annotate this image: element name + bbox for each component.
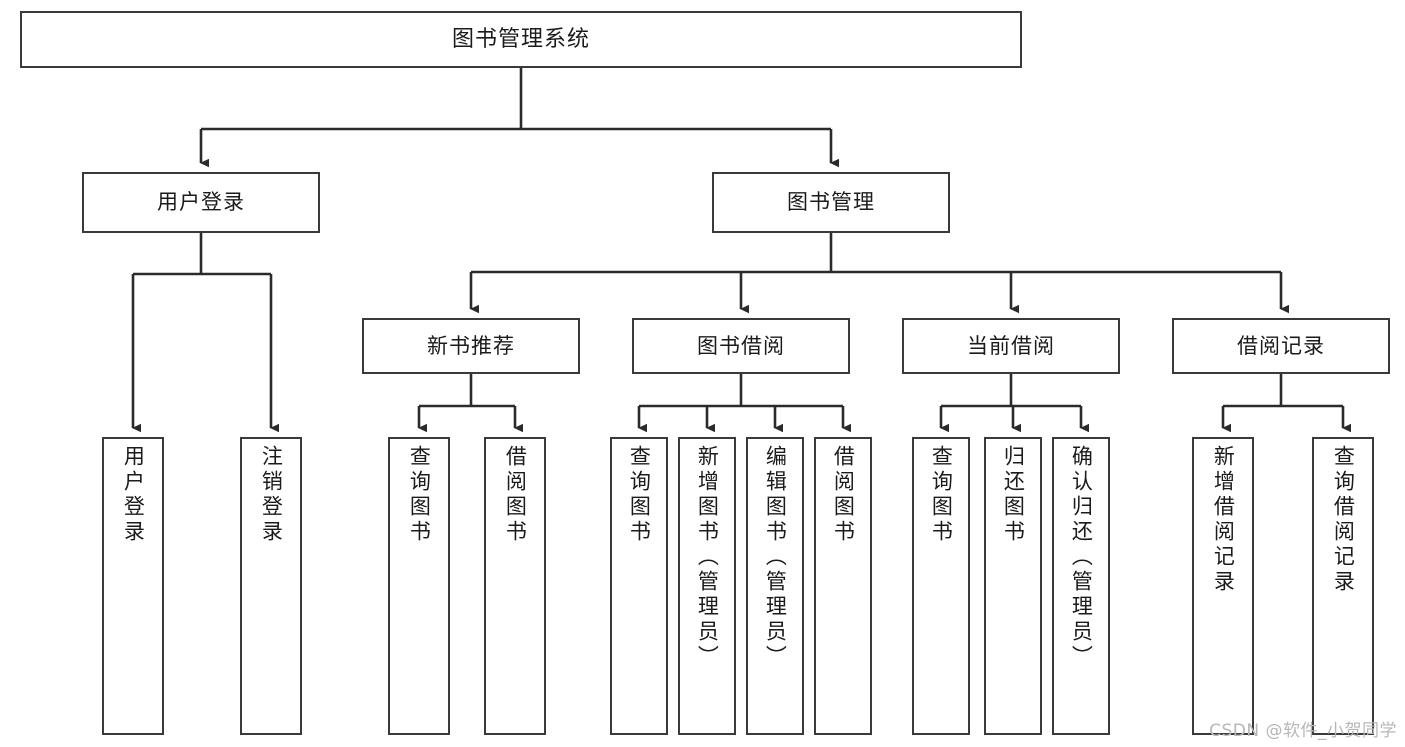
node-label: 查询图书 <box>627 445 652 545</box>
node-label: 图书借阅 <box>697 333 785 358</box>
csdn-watermark: CSDN @软件_小贺同学 <box>1209 721 1397 741</box>
node-label: 编辑图书（管理员） <box>763 445 788 670</box>
node-new-book-recommend[interactable]: 新书推荐 <box>362 318 580 374</box>
node-root-system[interactable]: 图书管理系统 <box>20 11 1022 68</box>
node-leaf-query-book-1[interactable]: 查询图书 <box>388 437 450 735</box>
node-label: 借阅记录 <box>1237 333 1325 358</box>
node-leaf-borrow-book-1[interactable]: 借阅图书 <box>484 437 546 735</box>
node-leaf-query-book-3[interactable]: 查询图书 <box>912 437 970 735</box>
node-leaf-add-borrow-record[interactable]: 新增借阅记录 <box>1192 437 1254 735</box>
node-current-borrow[interactable]: 当前借阅 <box>902 318 1120 374</box>
node-leaf-user-login[interactable]: 用户登录 <box>102 437 164 735</box>
node-label: 当前借阅 <box>967 333 1055 358</box>
node-book-manage[interactable]: 图书管理 <box>712 172 950 233</box>
node-label: 查询图书 <box>407 445 432 545</box>
node-label: 用户登录 <box>157 190 245 215</box>
node-leaf-borrow-book-2[interactable]: 借阅图书 <box>814 437 872 735</box>
node-label: 借阅图书 <box>831 445 856 545</box>
node-book-borrow[interactable]: 图书借阅 <box>632 318 850 374</box>
node-leaf-edit-book-admin[interactable]: 编辑图书（管理员） <box>746 437 804 735</box>
node-user-login[interactable]: 用户登录 <box>82 172 320 233</box>
node-label: 归还图书 <box>1001 445 1026 545</box>
node-leaf-logout-login[interactable]: 注销登录 <box>240 437 302 735</box>
node-label: 图书管理系统 <box>451 26 590 52</box>
node-label: 注销登录 <box>259 445 284 545</box>
node-leaf-add-book-admin[interactable]: 新增图书（管理员） <box>678 437 736 735</box>
node-leaf-query-book-2[interactable]: 查询图书 <box>610 437 668 735</box>
node-leaf-confirm-return-admin[interactable]: 确认归还（管理员） <box>1052 437 1110 735</box>
node-label: 图书管理 <box>787 190 875 215</box>
node-label: 用户登录 <box>121 445 146 545</box>
node-label: 查询图书 <box>929 445 954 545</box>
node-label: 新增借阅记录 <box>1211 445 1236 595</box>
node-leaf-return-book[interactable]: 归还图书 <box>984 437 1042 735</box>
node-label: 新增图书（管理员） <box>695 445 720 670</box>
node-label: 借阅图书 <box>503 445 528 545</box>
node-label: 确认归还（管理员） <box>1069 445 1094 670</box>
node-borrow-record[interactable]: 借阅记录 <box>1172 318 1390 374</box>
node-label: 查询借阅记录 <box>1331 445 1356 595</box>
node-label: 新书推荐 <box>427 333 515 358</box>
node-leaf-query-borrow-record[interactable]: 查询借阅记录 <box>1312 437 1374 735</box>
